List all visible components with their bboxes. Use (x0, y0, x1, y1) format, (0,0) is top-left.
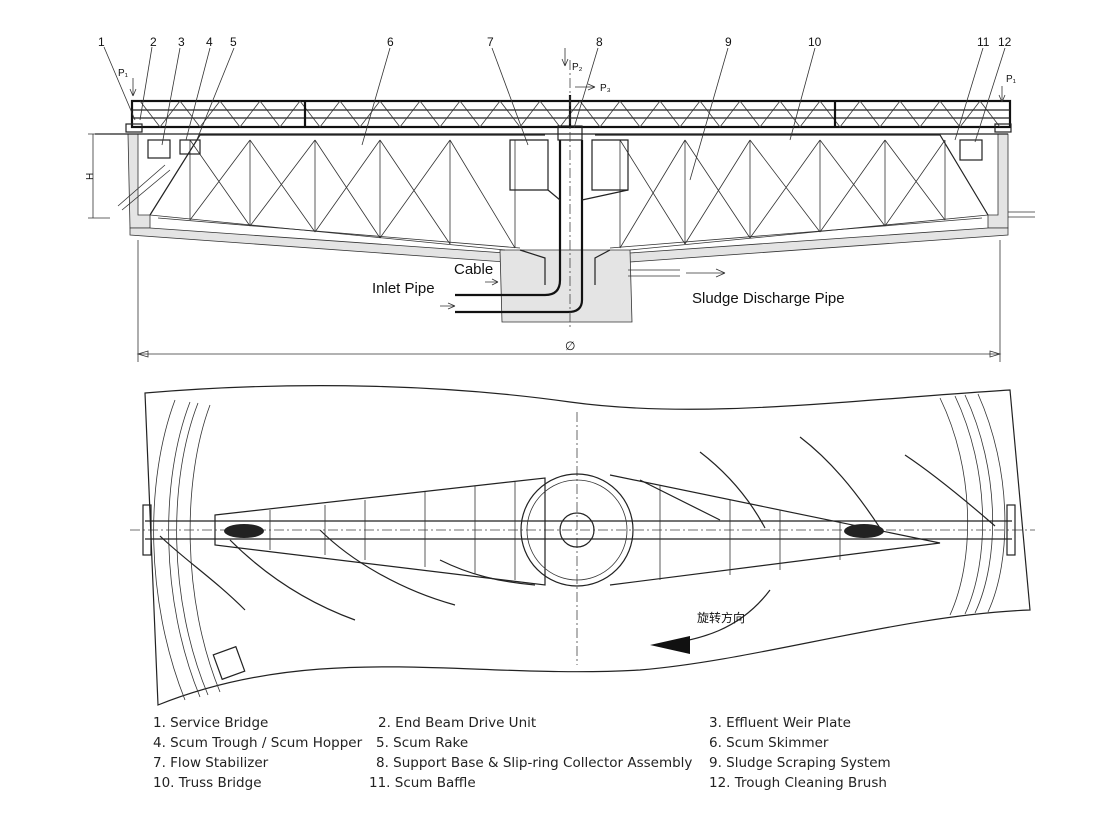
edge-rings-right (939, 393, 1006, 616)
legend-item-2: 2. End Beam Drive Unit (378, 715, 537, 731)
legend-item-5: 5. Scum Rake (376, 735, 469, 751)
callout-4: 4 (206, 35, 213, 49)
edge-equipment (117, 139, 1035, 218)
rotation-direction-arrow (650, 589, 771, 654)
load-arrows (129, 48, 1006, 103)
load-label-p2: P₂ (572, 62, 583, 73)
truss-bridge (125, 95, 1012, 133)
legend-item-4: 4. Scum Trough / Scum Hopper (153, 735, 363, 751)
load-label-p1-left: P₁ (118, 68, 129, 79)
callout-8: 8 (596, 35, 603, 49)
load-label-p3: P₃ (600, 83, 611, 94)
legend-item-10: 10. Truss Bridge (153, 775, 262, 791)
sludge-scraping-system (149, 134, 989, 249)
rotation-direction-label: 旋转方向 (697, 610, 745, 625)
callout-11: 11 (977, 35, 990, 49)
inlet-pipe-label: Inlet Pipe (372, 280, 435, 297)
edge-rings-left (153, 399, 221, 701)
height-dimension-label: H (85, 173, 96, 180)
callout-3: 3 (178, 35, 185, 49)
callout-1: 1 (98, 35, 105, 49)
bridge-beam-plan (142, 504, 1016, 556)
callout-leaders (103, 46, 1006, 181)
callout-10: 10 (808, 35, 822, 49)
callout-6: 6 (387, 35, 394, 49)
callout-9: 9 (725, 35, 732, 49)
legend-item-11: 11. Scum Baffle (369, 775, 476, 791)
scraper-blades-plan (159, 436, 996, 621)
diameter-label: ∅ (565, 339, 575, 353)
legend-item-7: 7. Flow Stabilizer (153, 755, 269, 771)
legend-item-8: 8. Support Base & Slip-ring Collector As… (376, 755, 693, 771)
callout-7: 7 (487, 35, 494, 49)
legend-item-12: 12. Trough Cleaning Brush (709, 775, 887, 791)
scum-skimmer-plan (214, 474, 941, 586)
callout-2: 2 (150, 35, 157, 49)
sludge-discharge-pipe-label: Sludge Discharge Pipe (692, 290, 845, 307)
tank-structure (95, 133, 1009, 323)
center-well-plan (520, 473, 634, 587)
component-legend: 1. Service Bridge 2. End Beam Drive Unit… (0, 712, 1106, 812)
plan-view: 旋转方向 (130, 385, 1035, 706)
center-column (455, 125, 726, 314)
legend-item-9: 9. Sludge Scraping System (709, 755, 891, 771)
dimensions (88, 60, 1002, 362)
callout-5: 5 (230, 35, 237, 49)
legend-item-1: 1. Service Bridge (153, 715, 269, 731)
cable-label: Cable (454, 261, 493, 278)
load-label-p1-right: P₁ (1006, 74, 1017, 85)
legend-item-3: 3. Effluent Weir Plate (709, 715, 851, 731)
callout-12: 12 (998, 35, 1012, 49)
plan-outline (144, 385, 1031, 706)
legend-item-6: 6. Scum Skimmer (709, 735, 829, 751)
callout-numbers: 1 2 3 4 5 6 7 8 9 10 11 12 (98, 35, 1012, 49)
section-view: 1 2 3 4 5 6 7 8 9 10 11 12 P₁ P₂ P₃ P₁ H… (85, 35, 1035, 362)
